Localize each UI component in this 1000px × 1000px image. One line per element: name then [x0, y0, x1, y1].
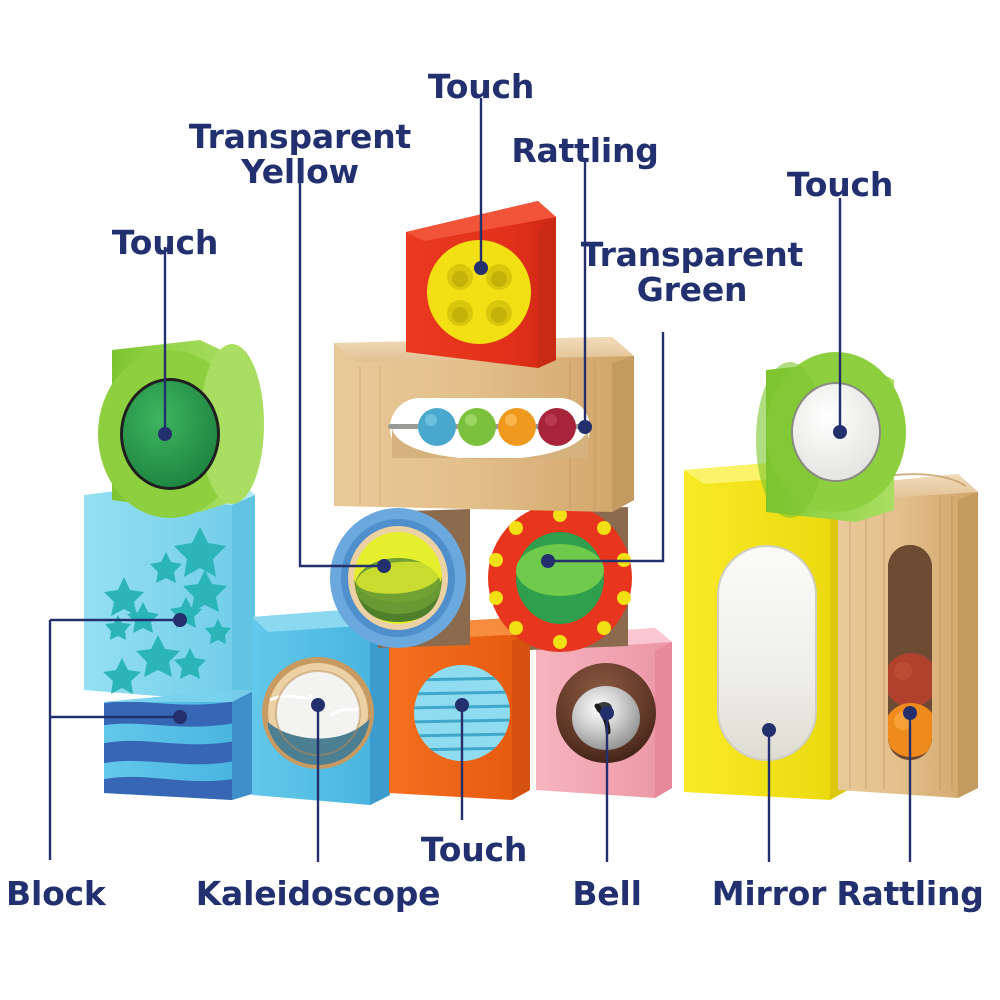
callout-label-transparent-green: Transparent Green	[580, 235, 804, 309]
red-touch-cube	[406, 201, 556, 368]
bell-block	[536, 628, 672, 798]
green-felt-cylinder	[98, 340, 264, 518]
callout-label-touch-green-white: Touch	[786, 165, 894, 204]
star-wave-block	[84, 476, 255, 800]
callout-label-kaleidoscope: Kaleidoscope	[195, 874, 441, 913]
callout-label-rattling-beads: Rattling	[511, 131, 659, 170]
callout-label-touch-red-cube: Touch	[427, 67, 535, 106]
callout-label-transparent-yellow: Transparent Yellow	[188, 117, 412, 191]
rattle-ball-block	[838, 473, 978, 798]
callout-label-mirror: Mirror	[711, 874, 827, 913]
callout-label-rattling-balls: Rattling	[836, 874, 984, 913]
callout-label-touch-orange: Touch	[420, 830, 528, 869]
callout-label-touch-green-felt-left: Touch	[111, 223, 219, 262]
green-white-felt-cylinder	[756, 352, 906, 522]
callout-label-bell: Bell	[572, 874, 642, 913]
bead-bar-block	[334, 337, 634, 512]
callout-label-block: Block	[6, 874, 106, 913]
